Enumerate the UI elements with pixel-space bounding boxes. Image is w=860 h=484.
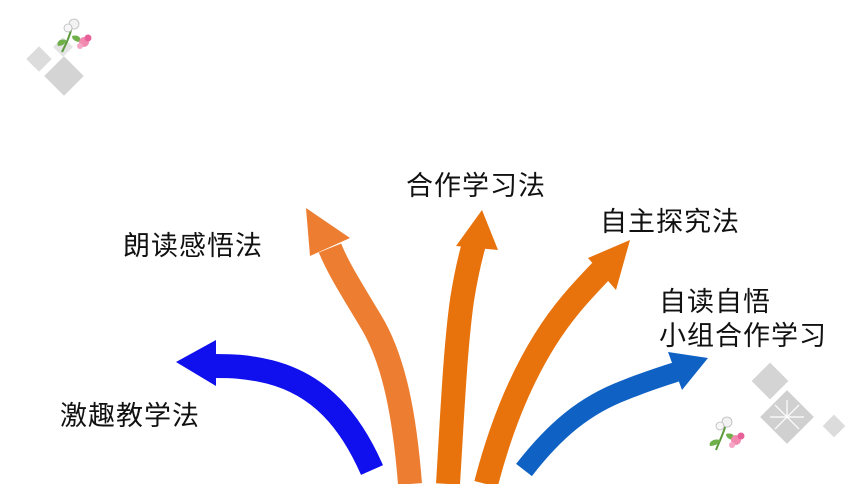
- label-self-study-line1: 自读自悟: [659, 287, 771, 318]
- arrow-cooperation: [436, 210, 498, 484]
- label-interest-teaching: 激趣教学法: [60, 401, 200, 432]
- arrow-self-study: [516, 352, 708, 477]
- arrow-interest: [176, 340, 383, 475]
- label-reading-comprehension: 朗读感悟法: [123, 231, 263, 262]
- flower-diamond-icon: [709, 362, 846, 451]
- arrow-inquiry: [474, 240, 630, 484]
- arrow-reading: [306, 208, 422, 484]
- label-cooperative-learning: 合作学习法: [406, 171, 546, 202]
- label-inquiry-learning: 自主探究法: [600, 207, 740, 238]
- label-self-study-line2: 小组合作学习: [659, 321, 827, 352]
